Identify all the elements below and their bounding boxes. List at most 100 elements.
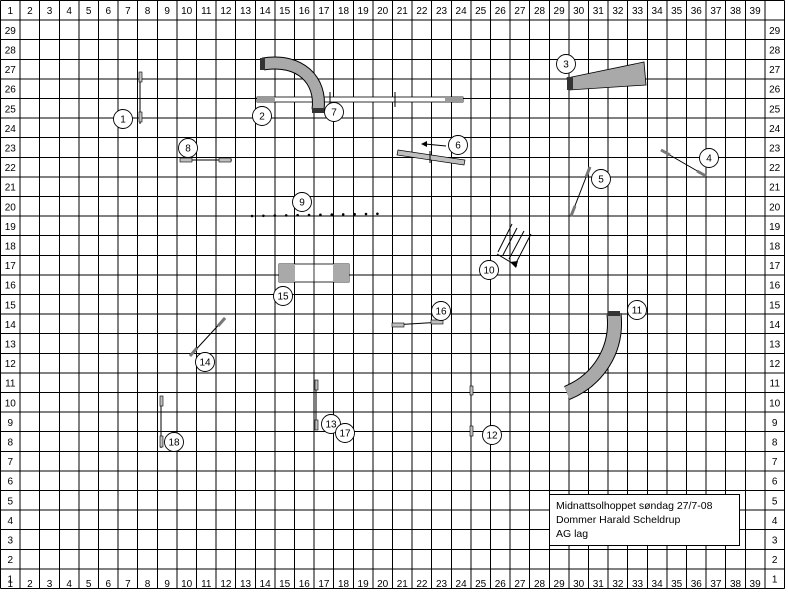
column-label: 35 — [671, 579, 683, 590]
column-label: 24 — [456, 579, 468, 590]
column-label: 20 — [377, 579, 389, 590]
svg-text:12: 12 — [486, 431, 498, 442]
column-label: 7 — [125, 579, 131, 590]
column-label: 26 — [495, 6, 507, 17]
column-label: 34 — [652, 579, 664, 590]
column-label: 31 — [593, 6, 605, 17]
row-label: 29 — [769, 26, 781, 37]
column-label: 21 — [397, 579, 409, 590]
row-label: 14 — [769, 320, 781, 331]
row-label: 2 — [8, 555, 14, 566]
column-label: 39 — [750, 6, 762, 17]
row-label: 18 — [769, 242, 781, 253]
svg-text:3: 3 — [563, 60, 569, 71]
obstacle-15-table — [278, 263, 350, 283]
row-label: 8 — [772, 438, 778, 449]
column-label: 3 — [47, 579, 53, 590]
course-number-17: 17 — [335, 423, 355, 443]
obstacle-16-jump — [391, 319, 444, 328]
obstacle-8-jump — [179, 157, 232, 163]
column-label: 26 — [495, 579, 507, 590]
row-label: 26 — [5, 85, 17, 96]
weave-pole — [296, 213, 299, 217]
row-label: 19 — [769, 222, 781, 233]
column-label: 5 — [86, 6, 92, 17]
svg-text:17: 17 — [339, 429, 351, 440]
row-label: 24 — [769, 124, 781, 135]
obstacle-5-jump — [569, 166, 592, 217]
row-label: 4 — [772, 516, 778, 527]
column-label: 30 — [573, 579, 585, 590]
column-label: 7 — [125, 6, 131, 17]
column-label: 21 — [397, 6, 409, 17]
row-label: 5 — [772, 496, 778, 507]
svg-text:7: 7 — [331, 108, 337, 119]
column-label: 4 — [66, 6, 72, 17]
column-label: 28 — [534, 579, 546, 590]
svg-text:6: 6 — [455, 141, 461, 152]
course-number-3: 3 — [556, 54, 576, 74]
column-label: 16 — [299, 579, 311, 590]
obstacle-6-seesaw — [396, 141, 466, 166]
obstacle-10-tire — [496, 223, 532, 268]
column-label: 18 — [338, 6, 350, 17]
obstacle-13-jump — [314, 379, 319, 431]
column-label: 19 — [358, 6, 370, 17]
row-label: 20 — [5, 202, 17, 213]
row-label: 11 — [5, 379, 16, 390]
weave-pole — [284, 214, 288, 217]
row-label: 25 — [769, 104, 781, 115]
course-number-5: 5 — [591, 169, 611, 189]
row-label: 15 — [769, 300, 781, 311]
svg-text:13: 13 — [325, 420, 337, 431]
column-label: 39 — [750, 579, 762, 590]
column-label: 30 — [573, 6, 585, 17]
column-label: 10 — [181, 579, 193, 590]
obstacle-18-jump — [159, 395, 164, 448]
column-label: 13 — [240, 6, 252, 17]
svg-text:14: 14 — [199, 358, 211, 369]
column-label: 31 — [593, 579, 605, 590]
info-line-1: Midnattsolhoppet søndag 27/7-08 — [556, 500, 713, 512]
course-number-13: 13 — [321, 414, 341, 434]
row-label: 20 — [769, 202, 781, 213]
row-label: 27 — [5, 65, 17, 76]
column-label: 12 — [220, 579, 232, 590]
column-label: 3 — [47, 6, 53, 17]
column-label: 36 — [691, 6, 703, 17]
course-info-box: Midnattsolhoppet søndag 27/7-08 Dommer H… — [549, 494, 740, 546]
column-label: 11 — [201, 579, 212, 590]
column-label: 11 — [201, 6, 212, 17]
weave-pole — [319, 213, 322, 217]
obstacle-14-jump — [188, 317, 227, 357]
column-label: 27 — [514, 579, 526, 590]
column-label: 34 — [652, 6, 664, 17]
obstacle-3-chute — [566, 61, 647, 91]
obstacle-7-tunnel — [260, 56, 325, 113]
row-label: 5 — [8, 496, 14, 507]
obstacle-9-weave — [250, 212, 379, 218]
row-label: 16 — [5, 281, 17, 292]
svg-text:15: 15 — [277, 292, 289, 303]
column-label: 17 — [318, 579, 330, 590]
column-label: 24 — [456, 6, 468, 17]
column-label: 8 — [145, 6, 151, 17]
column-label: 15 — [279, 6, 291, 17]
column-label: 20 — [377, 6, 389, 17]
row-label: 12 — [769, 359, 781, 370]
weave-pole — [376, 212, 379, 216]
column-label: 12 — [220, 6, 232, 17]
course-number-18: 18 — [164, 432, 184, 452]
row-label: 8 — [8, 438, 14, 449]
row-label: 18 — [5, 242, 17, 253]
column-label: 1 — [8, 6, 14, 17]
course-number-2: 2 — [252, 106, 272, 126]
column-label: 32 — [612, 6, 624, 17]
column-label: 23 — [436, 6, 448, 17]
column-label: 32 — [612, 579, 624, 590]
row-label: 12 — [5, 359, 17, 370]
column-label: 33 — [632, 579, 644, 590]
column-label: 10 — [181, 6, 193, 17]
row-label: 28 — [769, 46, 781, 57]
